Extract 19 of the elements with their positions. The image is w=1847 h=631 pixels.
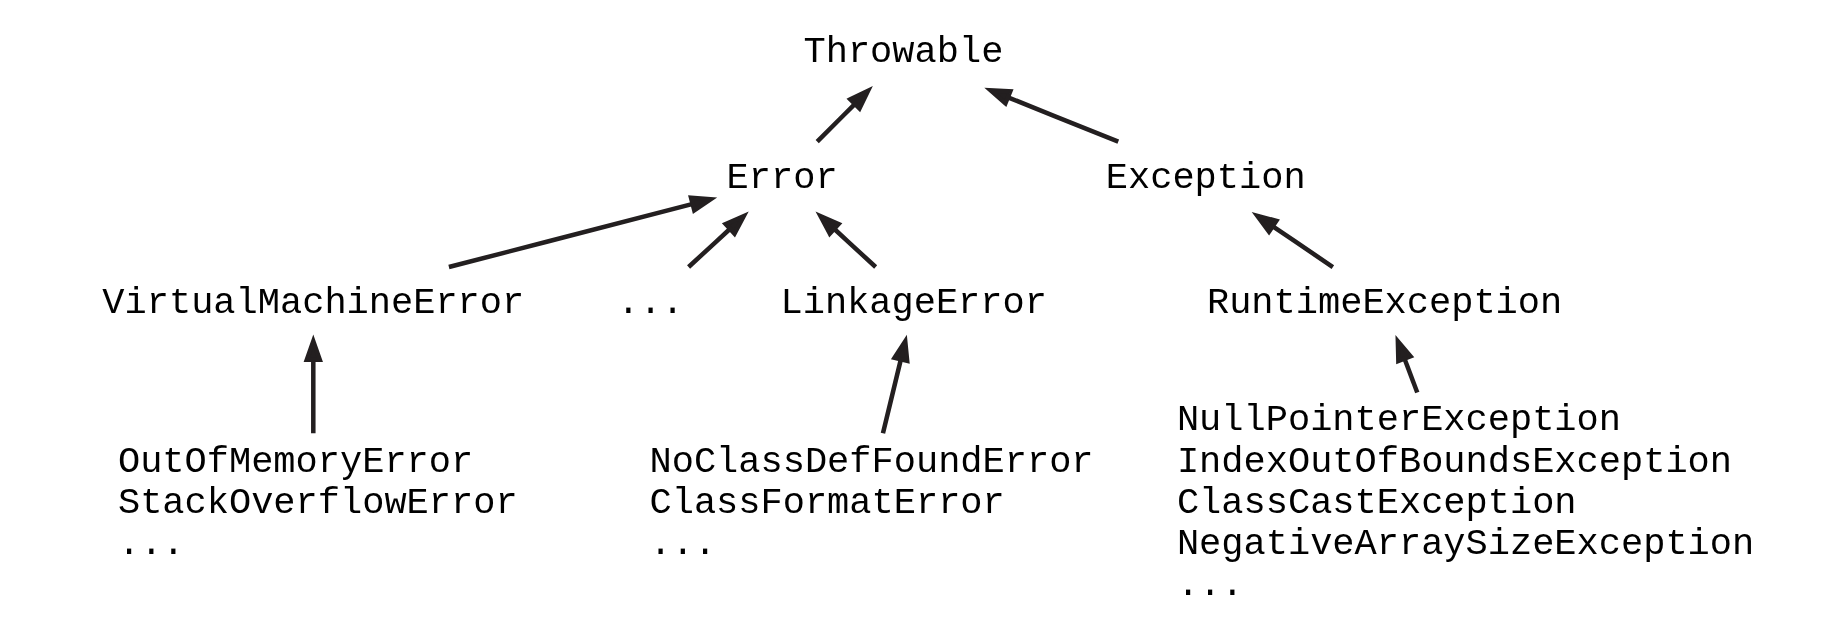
arrow: [880, 334, 910, 434]
node-text: Throwable: [803, 31, 1003, 74]
arrow: [983, 87, 1119, 144]
node-text: RuntimeException: [1206, 282, 1562, 325]
node-text: OutOfMemoryError StackOverflowError ...: [117, 440, 518, 565]
node-text: LinkageError: [779, 282, 1047, 325]
arrow: [815, 85, 873, 144]
node-text: ...: [616, 282, 684, 325]
node-text: NullPointerException IndexOutOfBoundsException ClassCastException NegativeArraySizeException ...: [1176, 399, 1754, 606]
arrow: [1394, 334, 1419, 394]
node-text: VirtualMachineError: [101, 282, 524, 325]
node-text: Error: [726, 156, 838, 199]
node-text: NoClassDefFoundError ClassFormatError ...: [648, 440, 1094, 565]
arrow: [303, 334, 323, 434]
arrow: [447, 195, 717, 270]
arrow: [686, 211, 749, 269]
arrow: [1251, 212, 1334, 269]
node-text: Exception: [1105, 156, 1306, 199]
arrow: [815, 211, 877, 269]
